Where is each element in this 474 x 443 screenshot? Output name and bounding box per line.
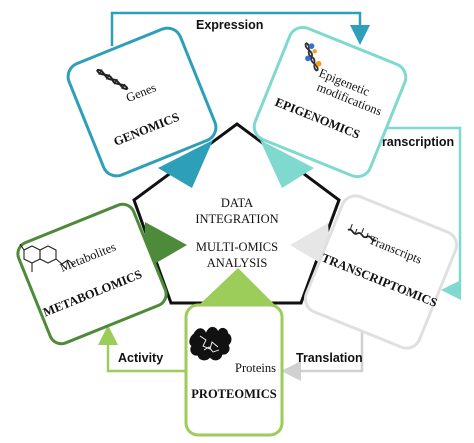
transcription-label: Transcription [375,135,454,149]
epigenomics-box [252,25,408,179]
genomics-node[interactable]: Genes GENOMICS [64,24,220,180]
rna-strand-icon [347,223,377,242]
activity-arrow[interactable] [98,325,188,373]
proteomics-pointer [199,268,275,305]
center-line2: INTEGRATION [195,212,278,226]
expression-label: Expression [196,18,263,32]
molecule-icon [19,243,75,272]
translation-label: Translation [296,351,363,365]
metabolomics-pointer [144,222,187,270]
epigenomics-pointer [260,140,314,188]
metabolomics-node[interactable]: Metabolites METABOLOMICS [14,201,169,348]
activity-label: Activity [118,351,163,365]
center-line3: MULTI-OMICS [196,240,278,254]
genomics-box [66,26,218,178]
proteomics-title: PROTEOMICS [191,387,276,401]
proteomics-item: Proteins [235,361,276,375]
transcriptomics-node[interactable]: Transcripts TRANSCRIPTOMICS [301,192,461,353]
translation-arrow[interactable] [281,326,364,381]
metabolomics-box [16,202,168,346]
center-line1: DATA [221,196,253,210]
expression-arrow[interactable] [110,11,370,46]
transcription-arrow[interactable] [357,126,462,300]
epigenomics-node[interactable]: Epigenetic modifications EPIGENOMICS [250,23,410,181]
methylated-dna-icon [304,42,322,72]
proteomics-node[interactable]: Proteins PROTEOMICS [184,303,284,437]
genomics-pointer [158,140,213,188]
dna-icon [96,68,129,91]
protein-structure-icon [189,326,232,361]
transcriptomics-box [303,194,459,350]
center-line4: ANALYSIS [207,256,268,270]
